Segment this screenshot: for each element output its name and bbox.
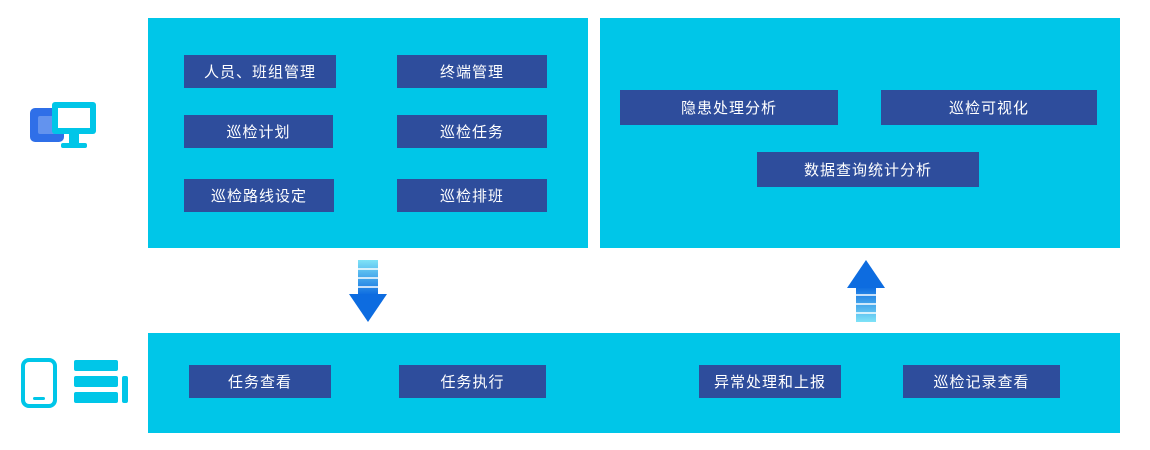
node-task-execution: 任务执行 bbox=[399, 365, 546, 398]
monitor-icon bbox=[30, 102, 96, 148]
arrow-up-icon bbox=[847, 260, 885, 322]
phone-icon bbox=[21, 358, 57, 408]
node-inspection-scheduling: 巡检排班 bbox=[397, 179, 547, 212]
node-hazard-handling-analysis: 隐患处理分析 bbox=[620, 90, 838, 125]
handheld-device-icon bbox=[74, 360, 128, 403]
node-inspection-plan: 巡检计划 bbox=[184, 115, 333, 148]
arrow-down-icon bbox=[349, 260, 387, 322]
node-personnel-team-management: 人员、班组管理 bbox=[184, 55, 336, 88]
node-data-query-statistics-analysis: 数据查询统计分析 bbox=[757, 152, 979, 187]
node-task-view: 任务查看 bbox=[189, 365, 331, 398]
node-inspection-visualization: 巡检可视化 bbox=[881, 90, 1097, 125]
analysis-panel bbox=[600, 18, 1120, 248]
node-inspection-route-setting: 巡检路线设定 bbox=[184, 179, 334, 212]
node-inspection-record-view: 巡检记录查看 bbox=[903, 365, 1060, 398]
node-exception-handling-reporting: 异常处理和上报 bbox=[699, 365, 841, 398]
node-inspection-task: 巡检任务 bbox=[397, 115, 547, 148]
node-terminal-management: 终端管理 bbox=[397, 55, 547, 88]
